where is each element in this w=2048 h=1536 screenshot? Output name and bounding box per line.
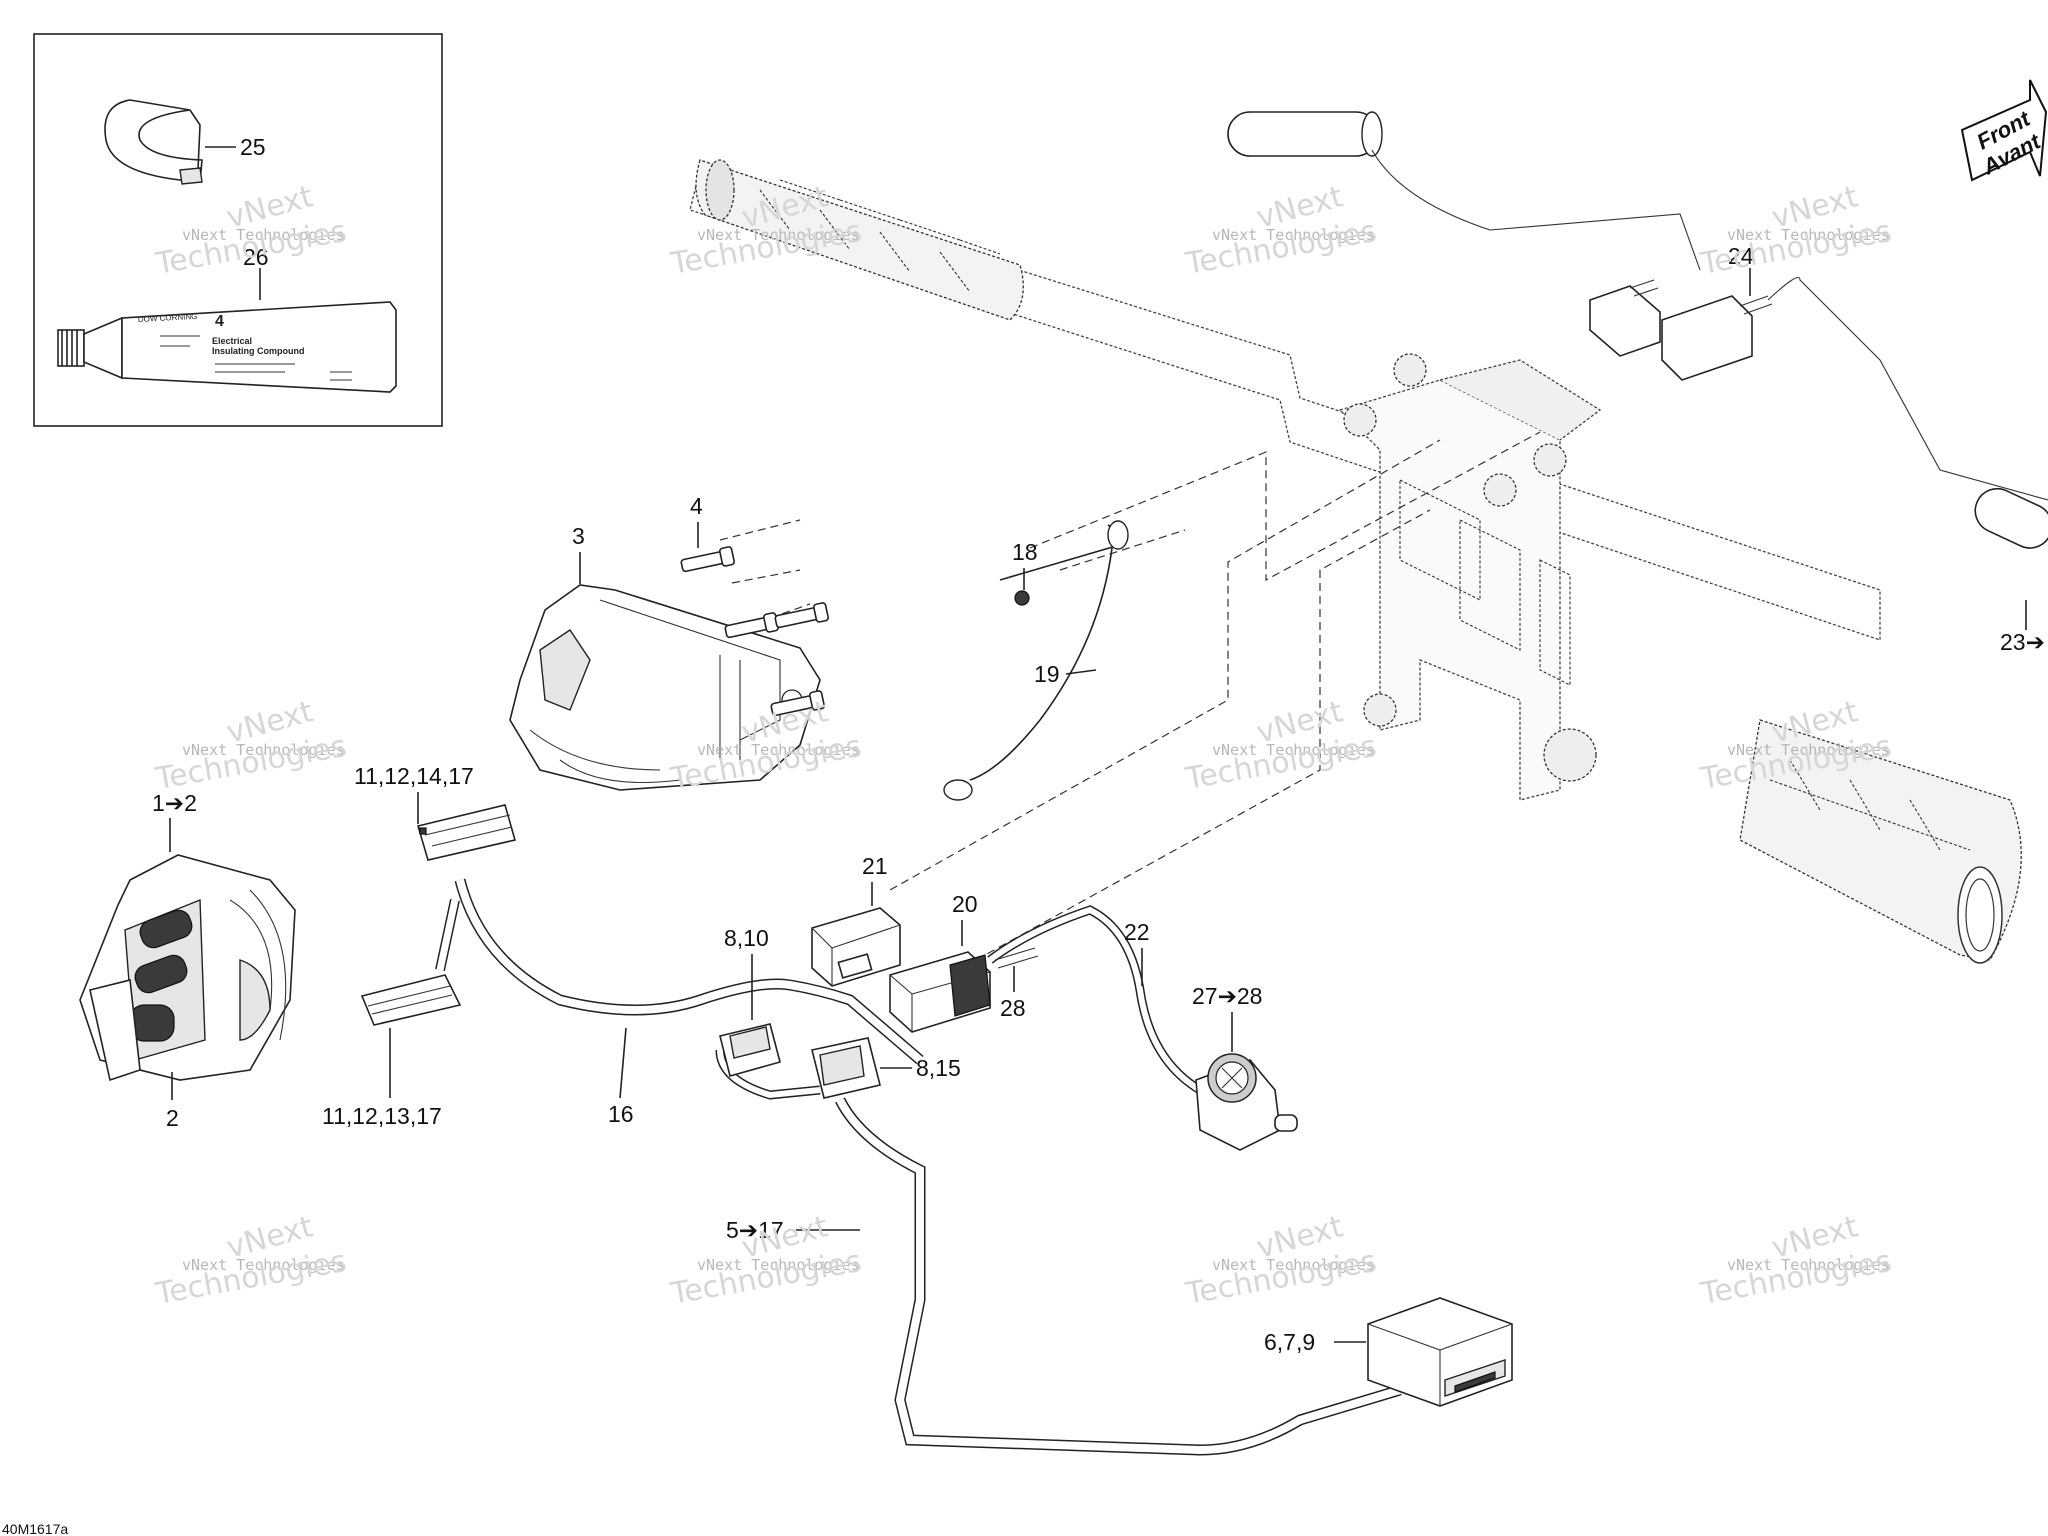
ground-wire-part-19 [943, 520, 1129, 801]
drawing-number: 40M1617a [2, 1521, 68, 1536]
connector-11-top [416, 804, 517, 861]
svg-text:vNext Technologies: vNext Technologies [697, 1256, 860, 1274]
tube-brand: DOW CORNING [138, 312, 198, 324]
callout-4: 4 [690, 493, 703, 519]
switch-part-27 [1195, 1053, 1298, 1151]
callout-26: 26 [243, 244, 269, 270]
svg-text:vNext Technologies: vNext Technologies [182, 741, 345, 759]
callout-2: 2 [166, 1105, 179, 1131]
callout-19: 19 [1034, 661, 1060, 687]
callout-3: 3 [572, 523, 585, 549]
callout-27: 27➔28 [1192, 983, 1262, 1009]
svg-text:vNext Technologies: vNext Technologies [697, 741, 860, 759]
callout-8a: 8,10 [724, 925, 769, 951]
tube-label-1: Electrical [212, 336, 252, 346]
connector-8-10 [719, 1023, 781, 1077]
callout-24: 24 [1728, 243, 1754, 269]
inset-box: 25 DOW CORNING 4 Electrical Insulating C… [33, 33, 443, 427]
tube-number: 4 [215, 313, 224, 330]
assembly-leaders [719, 431, 1541, 961]
callout-11a: 11,12,14,17 [354, 763, 474, 789]
svg-text:vNext Technologies: vNext Technologies [1727, 1256, 1890, 1274]
svg-text:vNext Technologies: vNext Technologies [1212, 741, 1375, 759]
connector-part-20 [889, 947, 1039, 1033]
tube-label-2: Insulating Compound [212, 346, 305, 356]
svg-text:vNext Technologies: vNext Technologies [1212, 226, 1375, 244]
callout-18: 18 [1012, 539, 1038, 565]
callout-20: 20 [952, 891, 978, 917]
svg-text:vNext Technologies: vNext Technologies [697, 226, 860, 244]
svg-text:vNext Technologies: vNext Technologies [182, 1256, 345, 1274]
svg-text:vNext Technologies: vNext Technologies [1727, 226, 1890, 244]
svg-text:vNext Technologies: vNext Technologies [1727, 741, 1890, 759]
heated-grip-harness-right [1767, 276, 2048, 549]
screw-part-18 [1014, 590, 1030, 606]
wiring-harness-part-16 [435, 878, 1402, 1456]
callout-25: 25 [240, 134, 266, 160]
front-direction-arrow: Front Avant [1960, 79, 2048, 182]
switch-module-part-1 [79, 854, 296, 1082]
callout-8b: 8,15 [916, 1055, 961, 1081]
callout-16: 16 [608, 1101, 634, 1127]
heated-grip-harness-left [1227, 111, 1773, 381]
callout-6: 6,7,9 [1264, 1329, 1315, 1355]
clip-part-25 [104, 99, 203, 185]
connector-8-15 [811, 1037, 881, 1099]
handlebar [689, 159, 2022, 964]
module-part-6 [1367, 1297, 1513, 1407]
svg-text:vNext Technologies: vNext Technologies [1212, 1256, 1375, 1274]
switch-housing-part-3 [509, 584, 821, 791]
callout-21: 21 [862, 853, 888, 879]
handlebar-riser [1338, 353, 1602, 801]
callout-11b: 11,12,13,17 [322, 1103, 442, 1129]
screws-part-4 [680, 546, 829, 717]
callout-28: 28 [1000, 995, 1026, 1021]
tube-part-26: DOW CORNING 4 Electrical Insulating Comp… [57, 301, 397, 393]
callout-23: 23➔ [2000, 629, 2045, 655]
callout-1: 1➔2 [152, 790, 197, 816]
callout-22: 22 [1124, 919, 1150, 945]
svg-text:vNext Technologies: vNext Technologies [182, 226, 345, 244]
connector-11-bottom [360, 974, 462, 1026]
callout-5: 5➔17 [726, 1217, 784, 1243]
connector-part-21 [811, 907, 901, 987]
